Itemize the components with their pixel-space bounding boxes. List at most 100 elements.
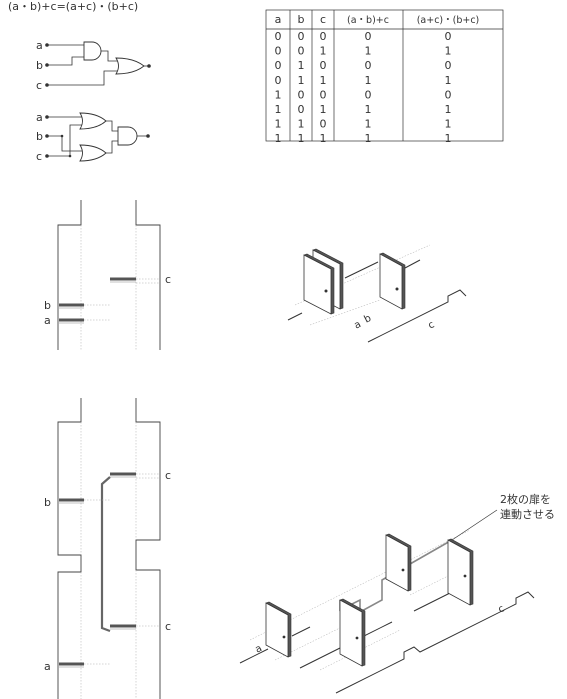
table-cell: 1 xyxy=(298,74,305,87)
table-cell: 1 xyxy=(445,45,452,58)
plan2-label-b: b xyxy=(44,496,51,509)
table-header-cell: (a+c)・(b+c) xyxy=(417,15,480,26)
table-cell: 0 xyxy=(298,45,305,58)
annotation-line-1: 2枚の扉を xyxy=(500,492,551,506)
table-cell: 1 xyxy=(320,74,327,87)
table-header-cell: b xyxy=(298,13,305,26)
table-cell: 1 xyxy=(320,132,327,145)
table-header-cell: (a・b)+c xyxy=(347,15,389,26)
table-cell: 1 xyxy=(365,118,372,131)
or-gate xyxy=(79,144,107,162)
iso1-label-c: c xyxy=(427,319,437,331)
table-cell: 1 xyxy=(298,59,305,72)
table-cell: 0 xyxy=(275,74,282,87)
door-upper-b xyxy=(385,533,412,592)
table-cell: 1 xyxy=(365,103,372,116)
plan2-label-a: a xyxy=(44,660,51,673)
circuit1-label-a: a xyxy=(36,39,43,52)
table-row: 1 0 1 1 1 xyxy=(275,103,452,116)
logic-circuit-right-expression: a b c xyxy=(36,111,150,163)
table-cell: 0 xyxy=(298,30,305,43)
isometric-view-2: a c xyxy=(239,529,535,694)
table-cell: 0 xyxy=(298,103,305,116)
table-row: 0 0 0 0 0 xyxy=(275,30,452,43)
table-cell: 0 xyxy=(320,118,327,131)
plan1-label-b: b xyxy=(44,299,51,312)
plan1-label-a: a xyxy=(44,314,51,327)
door-bar-c-upper xyxy=(110,472,160,479)
iso2-label-c: c xyxy=(497,603,507,615)
door-a xyxy=(303,253,335,315)
door-bar-a xyxy=(59,662,110,668)
equation-title: (a・b)+c=(a+c)・(b+c) xyxy=(8,0,138,13)
table-cell: 0 xyxy=(320,59,327,72)
table-cell: 1 xyxy=(365,74,372,87)
door-bar-a xyxy=(59,318,110,324)
door-bar-b xyxy=(59,303,110,309)
table-cell: 1 xyxy=(365,132,372,145)
table-cell: 1 xyxy=(298,118,305,131)
circuit1-label-c: c xyxy=(36,79,42,92)
table-cell: 1 xyxy=(298,132,305,145)
table-cell: 1 xyxy=(275,88,282,101)
annotation-linked-doors: 2枚の扉を 連動させる xyxy=(451,492,555,541)
and-gate xyxy=(117,126,138,146)
table-cell: 0 xyxy=(365,59,372,72)
table-cell: 0 xyxy=(365,88,372,101)
iso1-label-a: a xyxy=(353,319,363,332)
table-cell: 0 xyxy=(445,88,452,101)
door-bar-c-lower xyxy=(110,624,160,630)
isometric-view-1: a b c xyxy=(287,244,467,343)
or-gate xyxy=(115,57,145,75)
door-upper-c xyxy=(447,538,474,606)
annotation-line-2: 連動させる xyxy=(500,507,555,521)
door-bar-c xyxy=(110,277,160,284)
table-row: 0 1 1 1 1 xyxy=(275,74,452,87)
table-row: 1 1 0 1 1 xyxy=(275,118,452,131)
table-header-cell: a xyxy=(275,13,282,26)
table-header-cell: c xyxy=(320,13,326,26)
and-gate xyxy=(83,41,102,61)
table-cell: 1 xyxy=(445,74,452,87)
plan-view-2: b c c a xyxy=(44,398,171,699)
circuit2-label-c: c xyxy=(36,150,42,163)
plan1-label-c: c xyxy=(165,273,171,286)
plan-view-1: b a c xyxy=(44,200,171,350)
table-cell: 1 xyxy=(365,45,372,58)
table-cell: 1 xyxy=(320,45,327,58)
table-cell: 0 xyxy=(445,30,452,43)
iso1-label-b: b xyxy=(363,313,374,326)
circuit2-label-b: b xyxy=(36,130,43,143)
table-cell: 0 xyxy=(298,88,305,101)
door-c xyxy=(379,252,406,310)
table-cell: 0 xyxy=(275,30,282,43)
table-cell: 1 xyxy=(445,118,452,131)
table-row: 0 1 0 0 0 xyxy=(275,59,452,72)
table-row: 1 0 0 0 0 xyxy=(275,88,452,101)
table-cell: 0 xyxy=(320,88,327,101)
plan2-label-c-upper: c xyxy=(165,469,171,482)
linkage-rod xyxy=(100,476,111,633)
circuit1-label-b: b xyxy=(36,59,43,72)
table-cell: 0 xyxy=(445,59,452,72)
table-cell: 0 xyxy=(320,30,327,43)
table-cell: 1 xyxy=(445,103,452,116)
table-cell: 1 xyxy=(445,132,452,145)
table-cell: 1 xyxy=(275,103,282,116)
door-lower-a xyxy=(265,601,292,658)
door-bar-b xyxy=(59,498,110,504)
plan2-label-c-lower: c xyxy=(165,620,171,633)
or-gate xyxy=(79,112,107,130)
table-cell: 1 xyxy=(320,103,327,116)
table-cell: 0 xyxy=(275,59,282,72)
door-lower-c xyxy=(339,598,366,667)
iso2-label-a: a xyxy=(254,643,264,656)
circuit2-label-a: a xyxy=(36,111,43,124)
table-cell: 1 xyxy=(275,118,282,131)
logic-circuit-left-expression: a b c xyxy=(36,39,151,92)
table-cell: 0 xyxy=(365,30,372,43)
